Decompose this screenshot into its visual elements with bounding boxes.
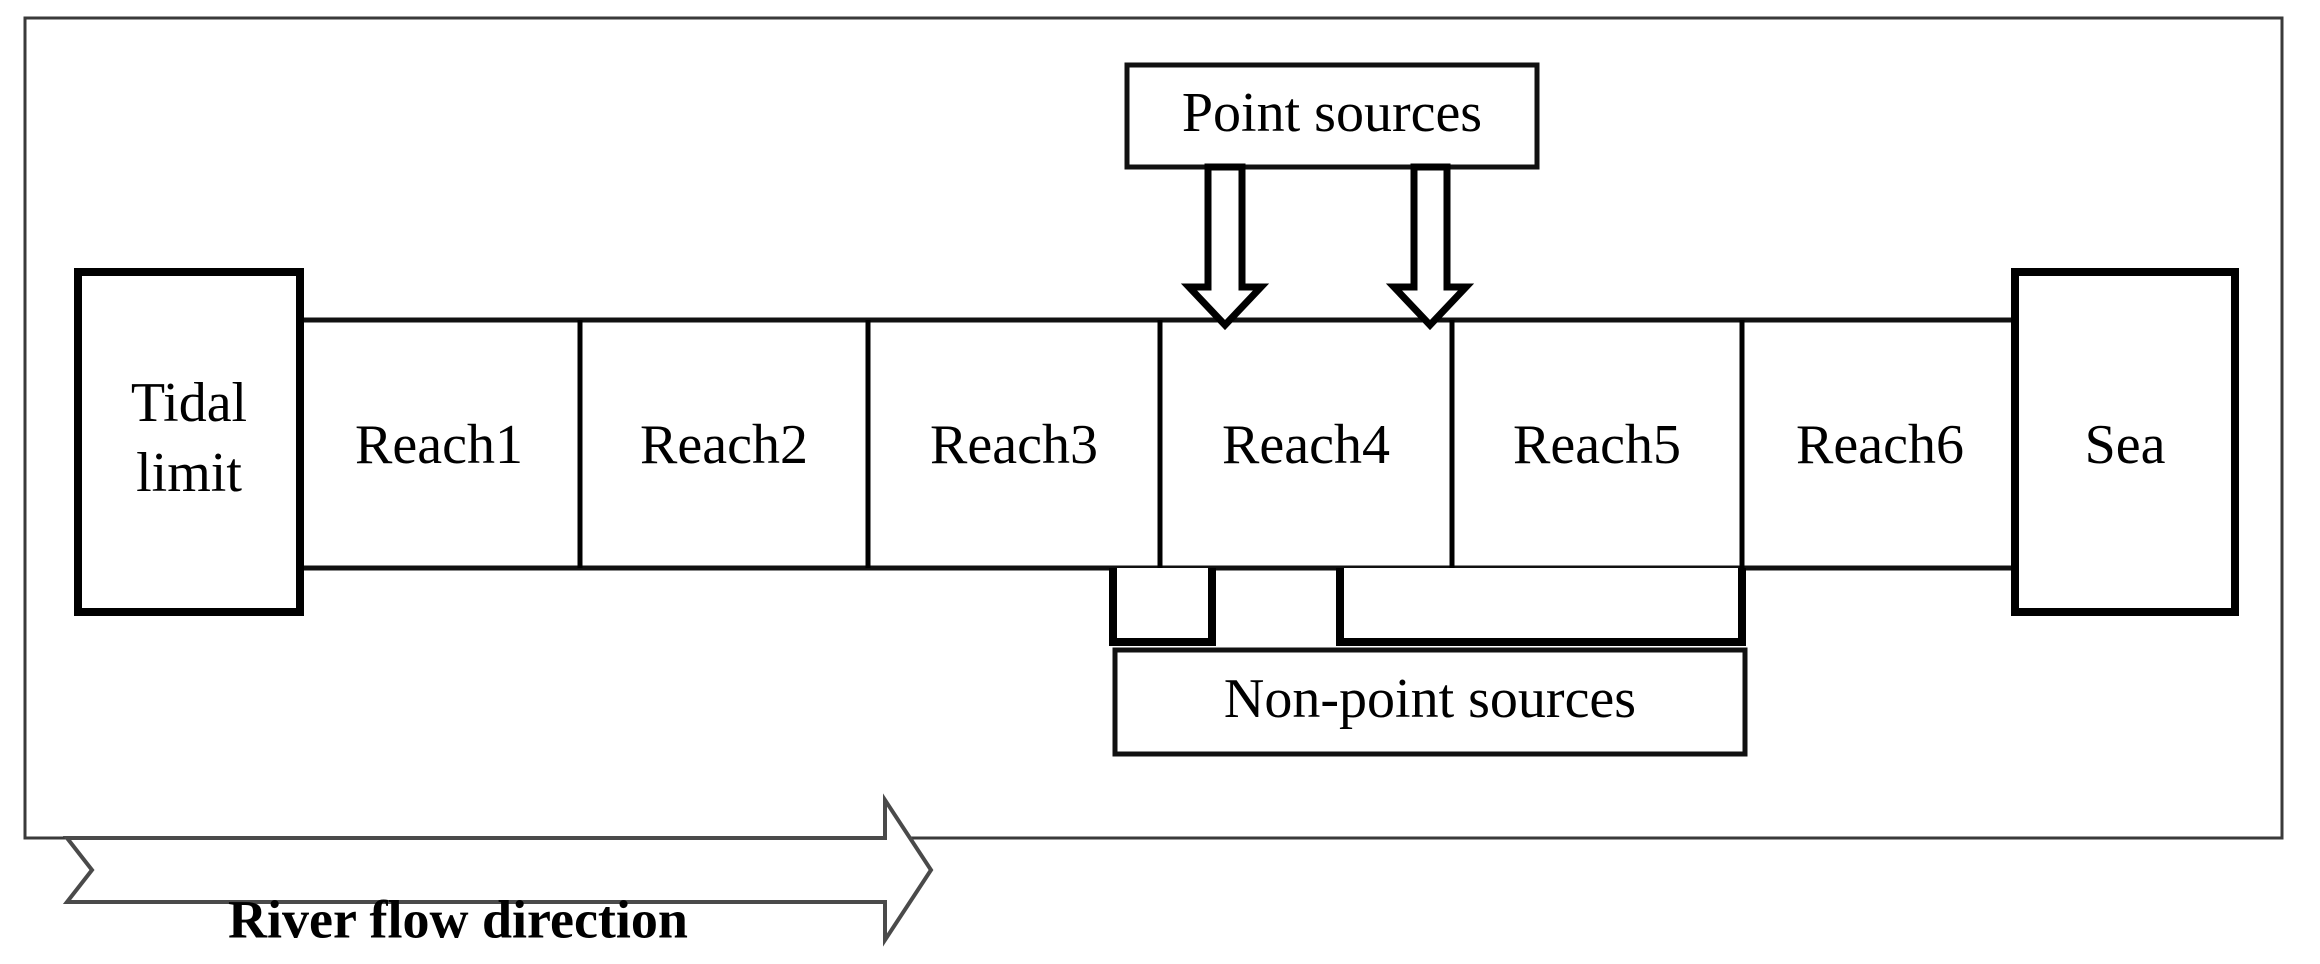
reach-label-2: Reach2 <box>640 414 808 476</box>
nonpoint-bracket-1 <box>1109 568 1216 646</box>
reach-cells: Reach1 Reach2 Reach3 Reach4 Reach5 Reach… <box>355 414 1964 476</box>
river-flow-label: River flow direction <box>228 889 688 949</box>
sea-label: Sea <box>2085 414 2166 476</box>
point-sources-label: Point sources <box>1182 82 1482 144</box>
tidal-limit-box[interactable]: Tidal limit <box>74 268 304 616</box>
sea-rect <box>2011 268 2239 616</box>
tidal-limit-label-line1: Tidal <box>131 372 247 434</box>
reach-label-4: Reach4 <box>1222 414 1390 476</box>
nonpoint-sources-box[interactable]: Non-point sources <box>1112 647 1748 757</box>
outer-frame <box>23 16 2284 840</box>
nonpoint-sources-rect <box>1112 647 1748 757</box>
point-sources-rect <box>1124 62 1540 170</box>
sea-box[interactable]: Sea <box>2011 268 2239 616</box>
point-source-arrows <box>1180 163 1475 331</box>
nonpoint-bracket-2 <box>1336 568 1746 646</box>
river-flow-arrow-icon <box>62 793 934 947</box>
reach-label-3: Reach3 <box>930 414 1098 476</box>
reach-label-1: Reach1 <box>355 414 523 476</box>
reach-label-5: Reach5 <box>1513 414 1681 476</box>
point-source-arrow-2-icon <box>1385 163 1475 331</box>
tidal-limit-label-line2: limit <box>136 442 242 504</box>
nonpoint-sources-label: Non-point sources <box>1224 668 1636 730</box>
point-sources-box[interactable]: Point sources <box>1124 62 1540 170</box>
river-flow-arrow <box>62 793 934 947</box>
reach-label-6: Reach6 <box>1796 414 1964 476</box>
tidal-limit-rect <box>74 268 304 616</box>
nonpoint-source-brackets <box>1109 568 1746 646</box>
point-source-arrow-1-icon <box>1180 163 1270 331</box>
